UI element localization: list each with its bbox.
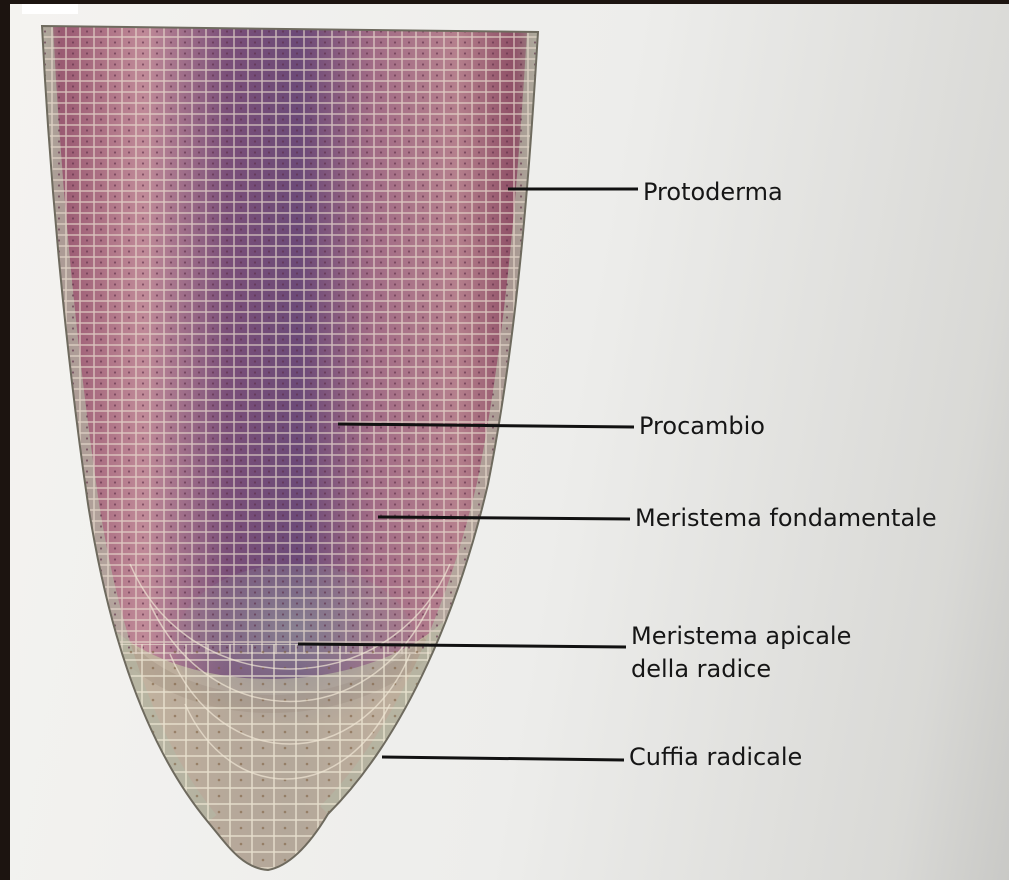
label-protoderma: Protoderma — [643, 176, 783, 208]
label-cuffia-radicale: Cuffia radicale — [629, 741, 802, 773]
root-tip-illustration — [10, 4, 1009, 880]
label-meristema-fondamentale: Meristema fondamentale — [635, 502, 937, 534]
label-meristema-apicale-line1: Meristema apicale — [631, 620, 851, 652]
label-procambio: Procambio — [639, 410, 765, 442]
label-meristema-apicale-line2: della radice — [631, 653, 771, 685]
diagram-page: Protoderma Procambio Meristema fondament… — [10, 4, 1009, 880]
leader-line-meristema-fondamentale — [378, 517, 630, 519]
leader-line-cuffia-radicale — [382, 757, 624, 760]
